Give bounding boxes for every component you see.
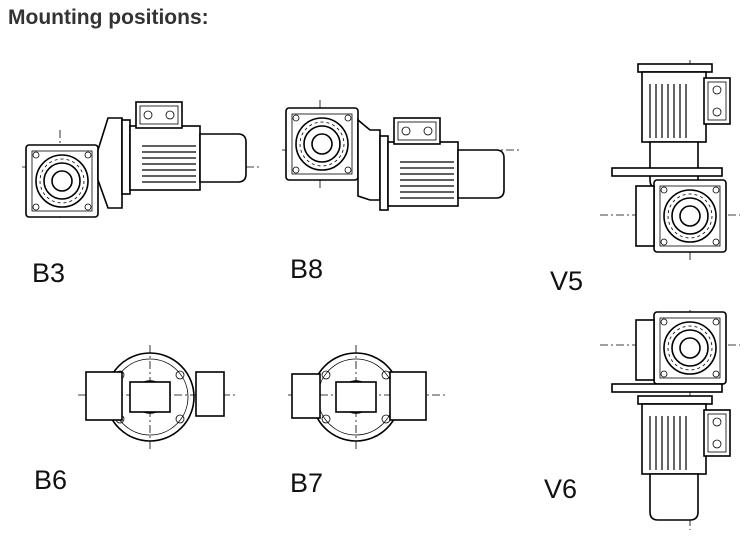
diagram-v5: [600, 60, 740, 260]
label-b7: B7: [290, 468, 324, 498]
diagram-b8: [282, 100, 520, 211]
diagram-b6: [78, 345, 238, 450]
diagram-b3: [22, 101, 260, 220]
label-v5: V5: [550, 266, 584, 296]
label-b3: B3: [32, 258, 66, 288]
page-title: Mounting positions:: [8, 6, 209, 29]
diagram-v6: [600, 310, 740, 530]
label-b6: B6: [34, 465, 68, 495]
label-v6: V6: [544, 474, 578, 504]
diagram-b7: [288, 345, 448, 450]
label-b8: B8: [290, 254, 324, 284]
